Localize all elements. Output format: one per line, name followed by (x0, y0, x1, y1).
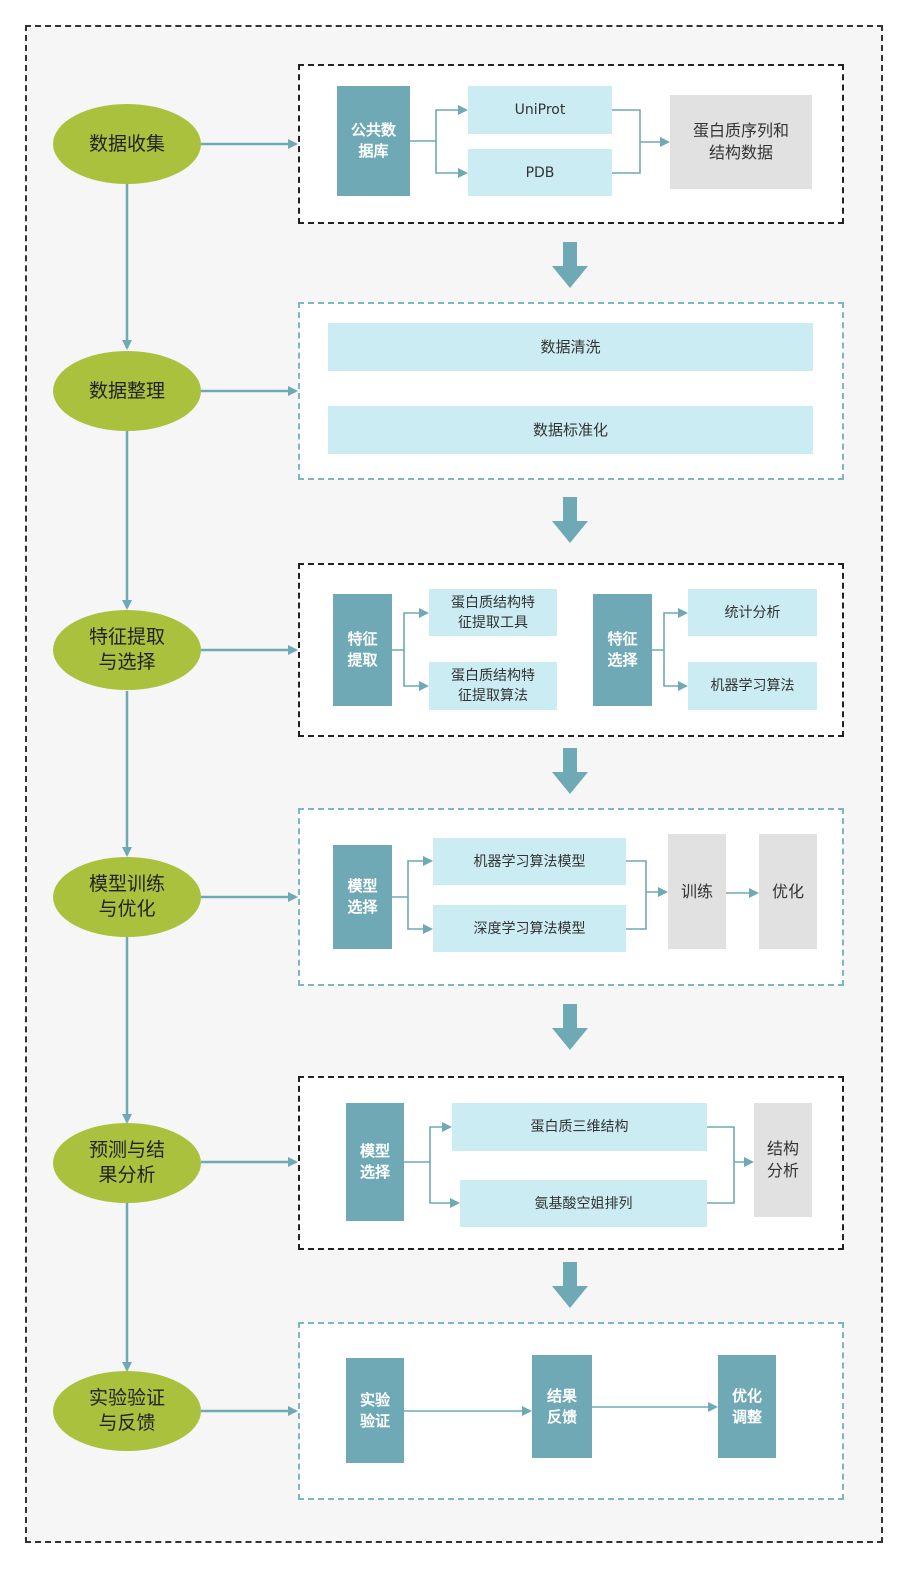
stage-data-cleaning: 数据整理 (53, 351, 201, 431)
s4-split-down (407, 897, 433, 934)
optimize-adjust-box: 优化 调整 (718, 1355, 776, 1458)
ml-algorithm-box: 机器学习算法 (688, 662, 817, 710)
stage-down-arrow-3 (552, 748, 588, 794)
s4-split-up (392, 856, 433, 898)
protein-3d-structure-box: 蛋白质三维结构 (452, 1103, 707, 1151)
outer-frame (25, 25, 883, 1543)
stage-down-arrow-4 (552, 1004, 588, 1050)
protein-data-box: 蛋白质序列和 结构数据 (670, 95, 812, 189)
ml-model-box: 机器学习算法模型 (433, 838, 626, 885)
s5-merge (707, 1126, 752, 1204)
s5-split-up (404, 1122, 452, 1163)
stage-prediction-analysis: 预测与结 果分析 (53, 1123, 201, 1203)
structure-analysis-box: 结构 分析 (754, 1103, 812, 1217)
extraction-tool-box: 蛋白质结构特 征提取工具 (429, 589, 557, 636)
stage-feature-extraction: 特征提取 与选择 (53, 610, 201, 690)
s5-split-down (429, 1162, 460, 1208)
s3-split-down (403, 650, 429, 691)
extraction-algorithm-box: 蛋白质结构特 征提取算法 (429, 662, 557, 710)
uniprot-box: UniProt (468, 86, 612, 134)
experimental-verification-box: 实验 验证 (346, 1358, 404, 1463)
pdb-box: PDB (468, 149, 612, 196)
s4-merge (626, 860, 666, 930)
feature-extraction-box: 特征 提取 (333, 594, 392, 706)
data-cleaning-box: 数据清洗 (328, 323, 813, 371)
s3b-split-up (652, 608, 688, 651)
stage-down-arrow-2 (552, 497, 588, 543)
stage-model-training: 模型训练 与优化 (53, 857, 201, 937)
stage-experimental-verification: 实验验证 与反馈 (53, 1371, 201, 1451)
s1-split-up (410, 105, 468, 142)
s1-split-down (435, 141, 468, 178)
training-box: 训练 (668, 834, 726, 949)
stage-down-arrow-5 (552, 1262, 588, 1308)
statistical-analysis-box: 统计分析 (688, 589, 817, 636)
result-feedback-box: 结果 反馈 (532, 1355, 592, 1458)
data-normalization-box: 数据标准化 (328, 406, 813, 454)
s1-merge (612, 109, 668, 174)
stage-data-collection: 数据收集 (53, 104, 201, 184)
amino-acid-arrangement-box: 氨基酸空姐排列 (460, 1180, 707, 1227)
s3b-split-down (663, 650, 688, 691)
dl-model-box: 深度学习算法模型 (433, 905, 626, 952)
stage-down-arrow-1 (552, 242, 588, 288)
model-selection-box: 模型 选择 (333, 845, 392, 949)
public-database-box: 公共数 据库 (337, 86, 410, 196)
optimization-box: 优化 (759, 834, 817, 949)
model-selection-box-2: 模型 选择 (346, 1103, 404, 1221)
feature-selection-box: 特征 选择 (593, 594, 652, 706)
s3-split-up (392, 608, 429, 651)
